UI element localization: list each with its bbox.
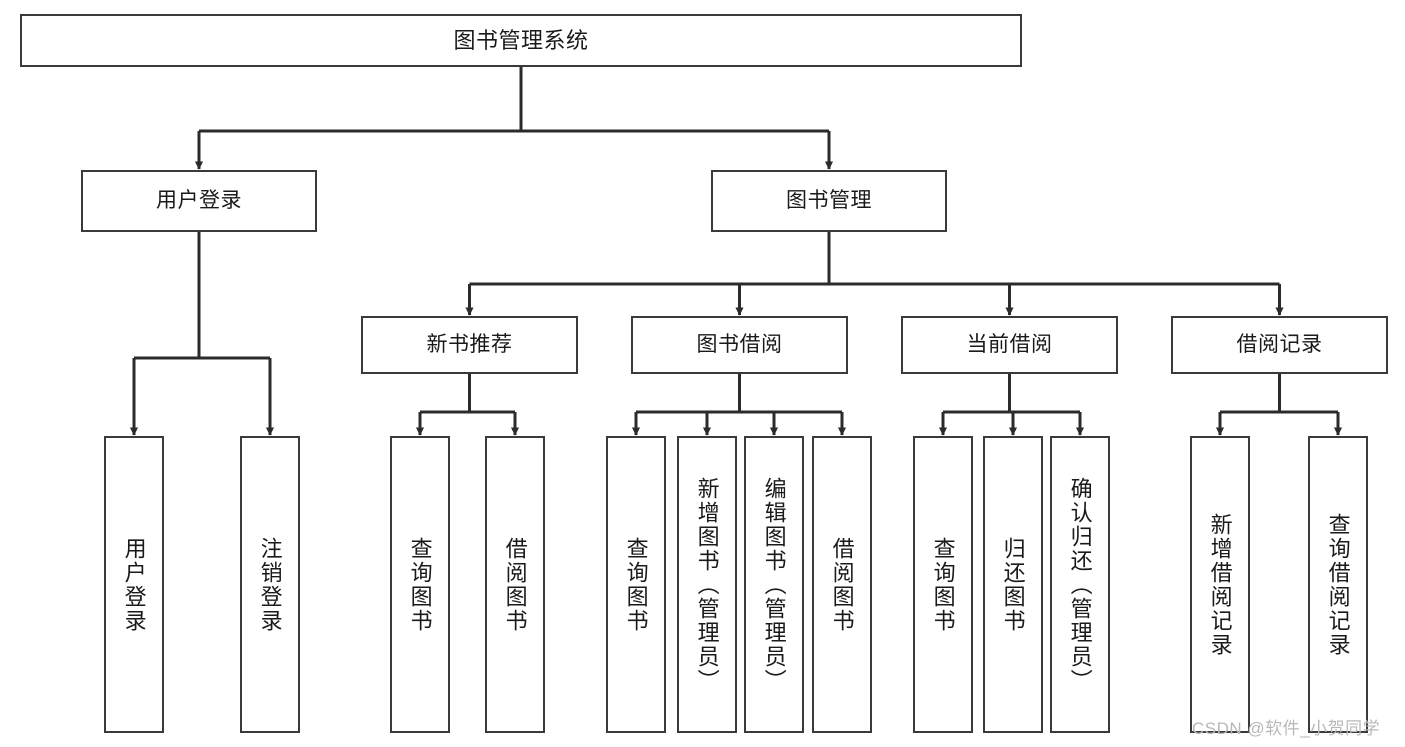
node-leaf-query-book-2[interactable]: 查询图书: [606, 436, 666, 733]
node-leaf-confirm-return[interactable]: 确认归还（管理员）: [1050, 436, 1110, 733]
node-leaf-edit-book[interactable]: 编辑图书（管理员）: [744, 436, 804, 733]
node-leaf-confirm-return-label: 确认归还（管理员）: [1067, 476, 1093, 693]
node-leaf-add-book-label: 新增图书（管理员）: [694, 476, 720, 693]
node-root-label: 图书管理系统: [453, 27, 589, 53]
node-current-borrow[interactable]: 当前借阅: [901, 316, 1118, 374]
node-new-book-rec[interactable]: 新书推荐: [361, 316, 578, 374]
node-leaf-borrow-book-1[interactable]: 借阅图书: [485, 436, 545, 733]
node-leaf-user-login[interactable]: 用户登录: [104, 436, 164, 733]
node-leaf-query-record[interactable]: 查询借阅记录: [1308, 436, 1368, 733]
node-leaf-add-record-label: 新增借阅记录: [1207, 512, 1233, 657]
node-leaf-borrow-book-2-label: 借阅图书: [829, 536, 855, 633]
node-new-book-rec-label: 新书推荐: [426, 332, 513, 356]
node-leaf-add-record[interactable]: 新增借阅记录: [1190, 436, 1250, 733]
node-leaf-return-book[interactable]: 归还图书: [983, 436, 1043, 733]
node-leaf-query-book-3[interactable]: 查询图书: [913, 436, 973, 733]
node-leaf-query-book-2-label: 查询图书: [623, 536, 649, 633]
node-user-login[interactable]: 用户登录: [81, 170, 317, 232]
node-leaf-user-login-label: 用户登录: [121, 536, 147, 633]
node-leaf-return-book-label: 归还图书: [1000, 536, 1026, 633]
watermark: CSDN @软件_小贺同学: [1192, 719, 1381, 738]
node-book-manage-label: 图书管理: [786, 188, 872, 212]
node-book-manage[interactable]: 图书管理: [711, 170, 947, 232]
node-leaf-borrow-book-1-label: 借阅图书: [502, 536, 528, 633]
node-leaf-query-book-3-label: 查询图书: [930, 536, 956, 633]
node-leaf-query-book-1[interactable]: 查询图书: [390, 436, 450, 733]
node-leaf-query-book-1-label: 查询图书: [407, 536, 433, 633]
node-leaf-user-logout[interactable]: 注销登录: [240, 436, 300, 733]
node-borrow-record[interactable]: 借阅记录: [1171, 316, 1388, 374]
node-borrow-record-label: 借阅记录: [1236, 332, 1323, 356]
node-leaf-user-logout-label: 注销登录: [257, 536, 283, 633]
node-root[interactable]: 图书管理系统: [20, 14, 1022, 67]
node-user-login-label: 用户登录: [156, 188, 242, 212]
node-leaf-borrow-book-2[interactable]: 借阅图书: [812, 436, 872, 733]
node-leaf-edit-book-label: 编辑图书（管理员）: [761, 476, 787, 693]
node-leaf-query-record-label: 查询借阅记录: [1325, 512, 1351, 657]
node-current-borrow-label: 当前借阅: [966, 332, 1053, 356]
node-book-borrow-label: 图书借阅: [696, 332, 783, 356]
node-leaf-add-book[interactable]: 新增图书（管理员）: [677, 436, 737, 733]
node-book-borrow[interactable]: 图书借阅: [631, 316, 848, 374]
